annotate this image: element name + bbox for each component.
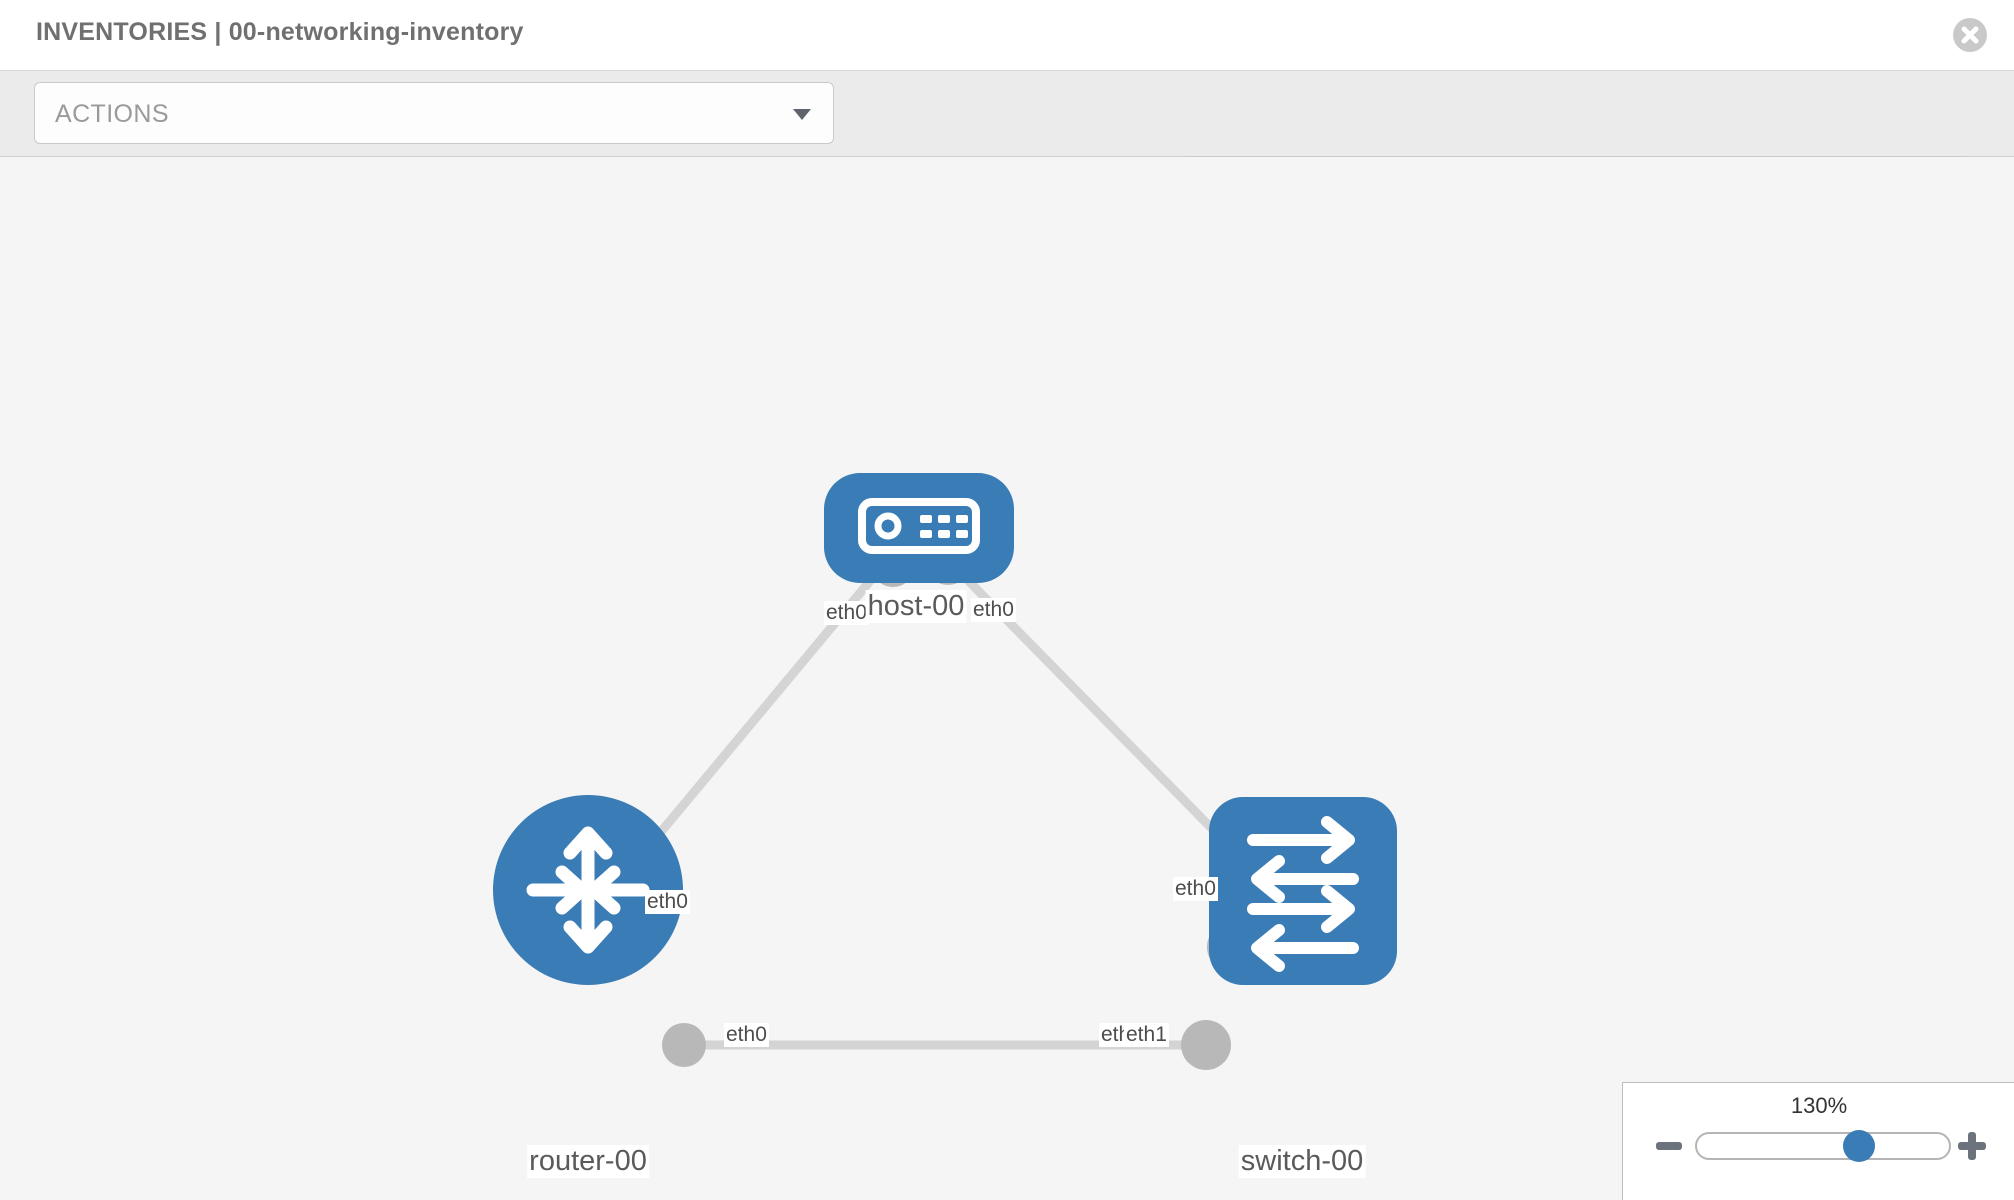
toolbar: ACTIONS SEARCH — [0, 71, 2014, 216]
switch-arrows-icon — [1247, 816, 1359, 972]
zoom-control-panel: 130% — [1622, 1082, 2014, 1200]
node-label-host-00: host-00 — [865, 590, 967, 623]
node-switch-00 — [1209, 797, 1397, 985]
iface-label-host00-eth0-left: eth0 — [824, 601, 869, 625]
zoom-percent-label: 130% — [1790, 1093, 1848, 1118]
iface-label-switch00-eth0: eth0 — [1173, 877, 1218, 901]
node-label-router-00: router-00 — [527, 1145, 649, 1178]
chevron-down-icon — [793, 109, 811, 120]
actions-dropdown[interactable]: ACTIONS — [34, 82, 834, 144]
node-label-switch-00: switch-00 — [1238, 1145, 1366, 1178]
zoom-slider-thumb[interactable] — [1843, 1130, 1875, 1162]
topology-links — [635, 552, 1235, 1050]
server-icon — [858, 498, 980, 554]
iface-label-switch00-eth1: eth1 — [1124, 1023, 1169, 1047]
close-icon-glyph — [1961, 26, 1979, 44]
zoom-in-button[interactable] — [1958, 1132, 1986, 1160]
topology-canvas[interactable]: eth0 eth0 eth0 eth0 eth0 eth eth1 host-0… — [0, 157, 2014, 1200]
page-header: INVENTORIES | 00-networking-inventory — [0, 0, 2014, 71]
zoom-out-button[interactable] — [1656, 1142, 1682, 1150]
connector-router00-eth0 — [662, 1023, 706, 1067]
close-icon[interactable] — [1953, 18, 1987, 52]
zoom-slider-track[interactable] — [1695, 1132, 1951, 1160]
page-title: INVENTORIES | 00-networking-inventory — [36, 18, 524, 46]
iface-label-router00-eth0: eth0 — [724, 1023, 769, 1047]
iface-label-host00-eth0-right: eth0 — [971, 598, 1016, 622]
actions-dropdown-label: ACTIONS — [55, 100, 169, 128]
router-arrows-icon — [526, 826, 650, 954]
node-router-00 — [493, 795, 683, 985]
topology-graph[interactable] — [0, 157, 2014, 1200]
connector-switch00-eth1 — [1181, 1020, 1231, 1070]
node-host-00 — [824, 473, 1014, 583]
iface-label-router00-eth0-up: eth0 — [645, 890, 690, 914]
